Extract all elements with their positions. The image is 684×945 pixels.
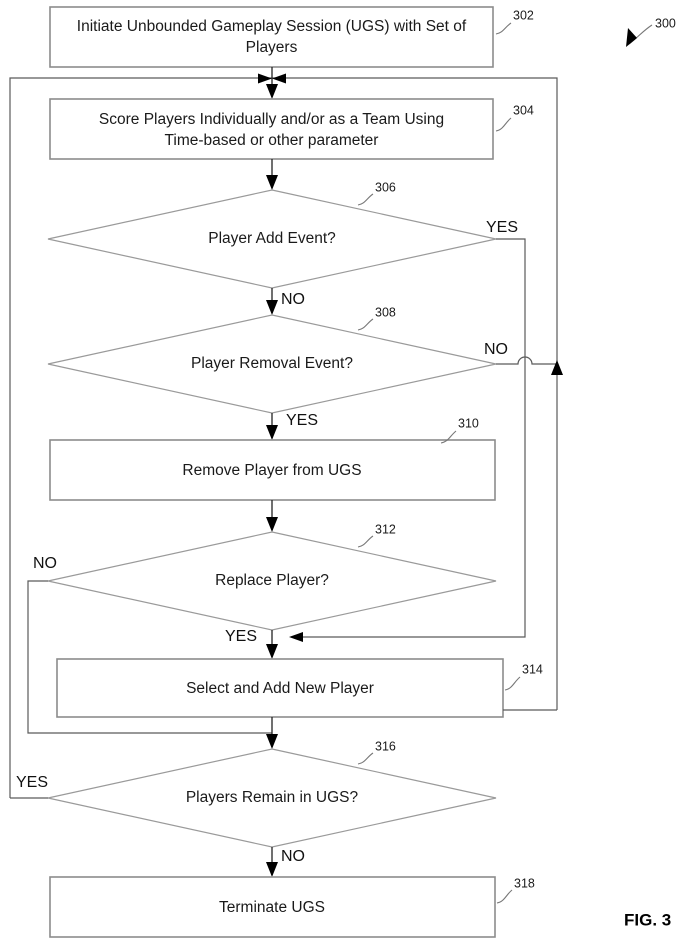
ref-310-leader (440, 430, 457, 444)
ref-314-number: 314 (522, 662, 543, 676)
ref-310-number: 310 (458, 416, 479, 430)
merge-arrow-left (272, 73, 286, 84)
arrowhead-into-314 (266, 644, 278, 659)
outer-loop-left-path (9, 77, 272, 798)
branch-label-308-yes: YES (286, 412, 318, 429)
merge-arrow-right (258, 73, 272, 84)
arrowhead-into-308 (266, 300, 278, 315)
conn-312-no-path (27, 580, 272, 734)
node-302-label-line2: Players (246, 39, 298, 56)
node-312-label: Replace Player? (215, 572, 329, 589)
arrowhead-306-yes-into-junction (289, 632, 303, 642)
ref-308-number: 308 (375, 305, 396, 319)
node-302-shape (49, 6, 494, 68)
arrowhead-into-310 (266, 425, 278, 440)
ref-312-number: 312 (375, 522, 396, 536)
branch-label-312-no: NO (33, 555, 57, 572)
ref-316-leader (357, 752, 374, 765)
branch-label-316-yes: YES (16, 774, 48, 791)
ref-306-number: 306 (375, 180, 396, 194)
arrowhead-into-304 (266, 84, 278, 99)
ref-300-arrowhead (626, 28, 637, 47)
ref-300-number: 300 (655, 16, 676, 30)
branch-label-308-no: NO (484, 341, 508, 358)
node-304-label-line1: Score Players Individually and/or as a T… (99, 111, 444, 128)
node-308-label: Player Removal Event? (191, 355, 353, 372)
branch-label-312-yes: YES (225, 628, 257, 645)
conn-308-no-path (496, 356, 557, 365)
arrowhead-into-306 (266, 175, 278, 190)
node-314-label: Select and Add New Player (186, 680, 374, 697)
branch-label-316-no: NO (281, 848, 305, 865)
ref-304-leader (495, 117, 512, 132)
arrowhead-into-312 (266, 517, 278, 532)
figure-label: FIG. 3 (624, 910, 671, 929)
ref-306-leader (357, 193, 374, 206)
node-310-label: Remove Player from UGS (182, 462, 361, 479)
node-316-label: Players Remain in UGS? (186, 789, 359, 806)
ref-302-leader (495, 22, 512, 35)
arrowhead-308-no-up (551, 360, 563, 375)
branch-label-306-no: NO (281, 291, 305, 308)
arrowhead-into-318 (266, 862, 278, 877)
node-304-label-line2: Time-based or other parameter (165, 132, 379, 149)
node-314-shape (56, 658, 504, 718)
branch-label-306-yes: YES (486, 219, 518, 236)
ref-304-number: 304 (513, 103, 534, 117)
arrowhead-into-316 (266, 734, 278, 749)
outer-loop-right-path (272, 77, 558, 710)
ref-316-number: 316 (375, 739, 396, 753)
node-318-label: Terminate UGS (219, 899, 325, 916)
ref-314-leader (504, 676, 521, 691)
node-304-shape (49, 98, 494, 160)
node-318-shape (49, 876, 496, 938)
conn-306-yes-path (291, 238, 526, 638)
node-306-label: Player Add Event? (208, 230, 336, 247)
ref-318-number: 318 (514, 876, 535, 890)
ref-312-leader (357, 535, 374, 548)
ref-318-leader (496, 889, 513, 904)
ref-302-number: 302 (513, 8, 534, 22)
ref-308-leader (357, 318, 374, 331)
node-302-label-line1: Initiate Unbounded Gameplay Session (UGS… (77, 18, 467, 35)
